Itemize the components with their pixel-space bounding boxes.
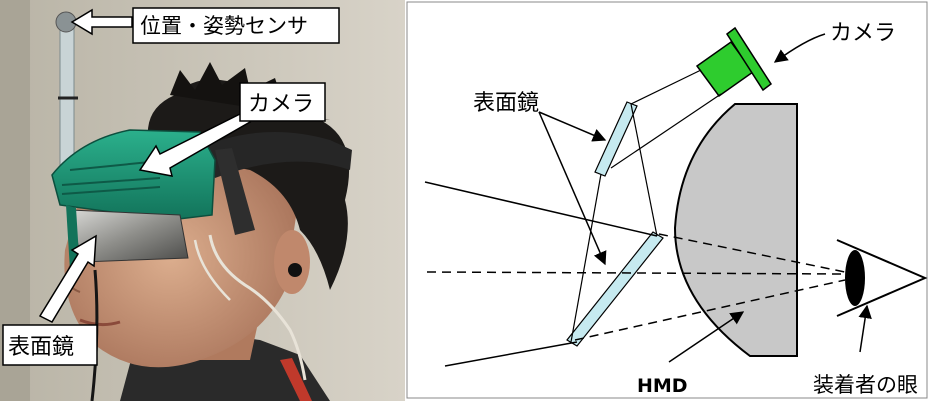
eye-pointer <box>858 304 872 353</box>
hmd-label: HMD <box>637 375 688 397</box>
sensor-pole <box>59 24 75 176</box>
mirror-label-photo: 表面鏡 <box>8 335 74 360</box>
optics-diagram: カメラ 表面鏡 HMD 装着者の眼 <box>405 0 930 401</box>
ear <box>274 230 310 294</box>
earphone <box>288 263 302 277</box>
mirror-label-diagram: 表面鏡 <box>473 91 539 116</box>
mirror-label-box-photo <box>2 324 98 366</box>
shirt-stripe <box>280 358 312 401</box>
photo-panel: 位置・姿勢センサ カメラ 表面鏡 <box>0 0 405 401</box>
lower-mirror <box>566 231 664 347</box>
camera-label-photo: カメラ <box>248 92 314 117</box>
hmd-pointer <box>668 311 745 363</box>
sensor-label: 位置・姿勢センサ <box>140 14 308 38</box>
camera-arrow-photo <box>138 112 252 177</box>
eye-icon <box>836 239 928 317</box>
outer-rays <box>424 181 658 367</box>
eye-label: 装着者の眼 <box>813 373 918 397</box>
headset-grooves <box>61 161 161 195</box>
white-cord <box>208 234 307 381</box>
camera-icon <box>695 26 773 98</box>
mirror-pointer-lines <box>538 111 607 266</box>
camera-label-diagram: カメラ <box>830 21 896 46</box>
mouth <box>79 318 121 327</box>
camera-view-lines <box>610 69 722 169</box>
camera-pointer <box>773 33 826 63</box>
mirror-arrow-photo <box>38 234 97 323</box>
hmd-body <box>673 103 798 357</box>
sight-lines <box>426 233 846 341</box>
reflection-lines <box>570 103 658 343</box>
sensor-label-box <box>132 7 340 44</box>
camera-label-box-photo <box>239 82 326 122</box>
white-cord-2 <box>193 239 231 301</box>
sensor-arrow <box>70 8 133 36</box>
diagram-border <box>406 1 928 399</box>
side-strap <box>215 148 255 235</box>
upper-mirror <box>594 101 638 177</box>
